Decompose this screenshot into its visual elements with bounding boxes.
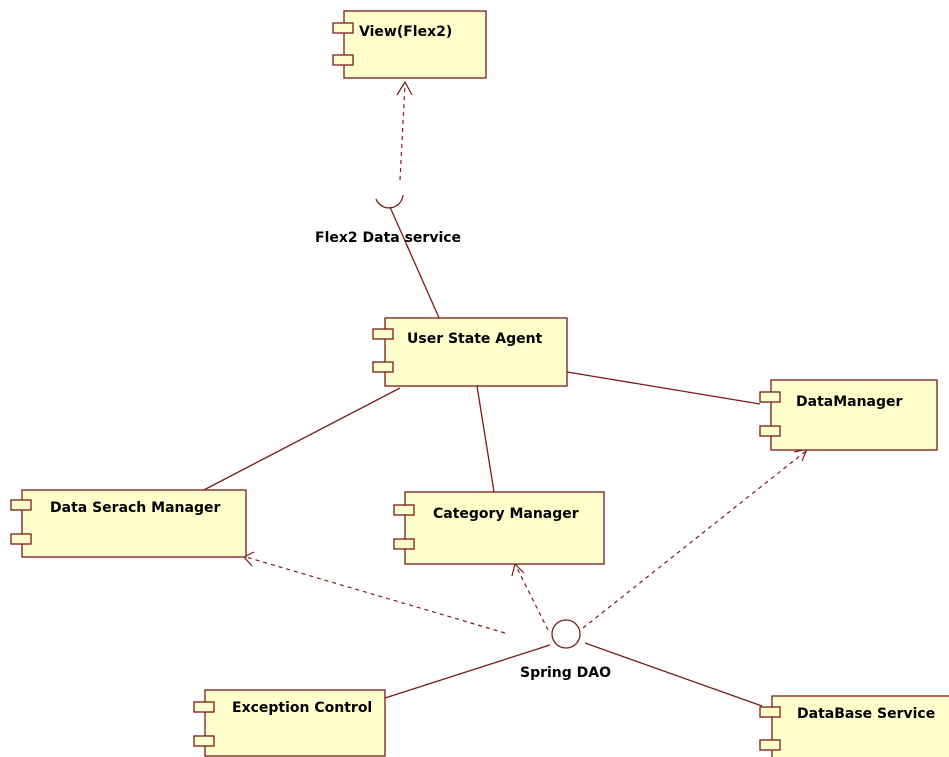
connectors (199, 80, 809, 707)
component-tab-icon (332, 54, 354, 66)
dependency-dao-to-search-manager (245, 556, 506, 634)
link-database-to-dao (584, 642, 763, 707)
component-label: Exception Control (232, 700, 372, 716)
link-exception-to-dao (384, 644, 551, 699)
interface-flex2-data-service: Flex2 Data service (315, 194, 461, 246)
component-category-manager[interactable]: Category Manager (393, 491, 605, 565)
component-label: DataManager (796, 394, 903, 410)
link-agent-to-search-manager (199, 387, 401, 493)
component-tab-icon (10, 499, 32, 511)
component-datamanager[interactable]: DataManager (759, 379, 938, 451)
component-tab-icon (332, 22, 354, 34)
component-label: User State Agent (407, 331, 543, 347)
flex2-socket-icon (375, 194, 404, 209)
dependency-arrowhead-view (396, 80, 413, 96)
component-tab-icon (372, 328, 394, 340)
component-label: View(Flex2) (359, 24, 452, 40)
component-data-search-manager[interactable]: Data Serach Manager (10, 489, 247, 558)
component-user-state-agent[interactable]: User State Agent (372, 317, 568, 387)
component-label: Category Manager (433, 506, 579, 522)
component-label: DataBase Service (797, 706, 935, 722)
spring-dao-label: Spring DAO (520, 665, 611, 681)
flex2-data-service-label: Flex2 Data service (315, 230, 461, 246)
component-body (21, 489, 247, 558)
component-tab-icon (759, 425, 781, 437)
component-body (384, 317, 568, 387)
component-body (404, 491, 605, 565)
interface-spring-dao: Spring DAO (520, 619, 611, 681)
component-body (343, 10, 487, 79)
component-tab-icon (10, 533, 32, 545)
component-view-flex2[interactable]: View(Flex2) (332, 10, 487, 79)
dependency-flex2-to-view (399, 83, 406, 181)
component-tab-icon (759, 391, 781, 403)
component-tab-icon (372, 361, 394, 373)
component-tab-icon (193, 701, 215, 713)
dependency-arrowhead-datamanager (793, 448, 809, 462)
component-tab-icon (393, 538, 415, 550)
component-tab-icon (759, 706, 781, 718)
dependency-dao-to-datamanager (582, 450, 807, 629)
component-body (771, 695, 949, 757)
component-tab-icon (193, 735, 215, 747)
link-agent-to-datamanager (566, 371, 761, 405)
component-body (770, 379, 938, 451)
component-body (204, 689, 386, 757)
component-tab-icon (759, 739, 781, 751)
component-database-service[interactable]: DataBase Service (759, 695, 949, 757)
link-agent-to-flex2-service (389, 206, 441, 321)
dependency-dao-to-category-manager (515, 565, 549, 631)
link-agent-to-category-manager (476, 385, 495, 493)
component-exception-control[interactable]: Exception Control (193, 689, 386, 757)
component-label: Data Serach Manager (50, 500, 220, 516)
component-tab-icon (393, 504, 415, 516)
spring-dao-socket-icon (551, 619, 581, 649)
